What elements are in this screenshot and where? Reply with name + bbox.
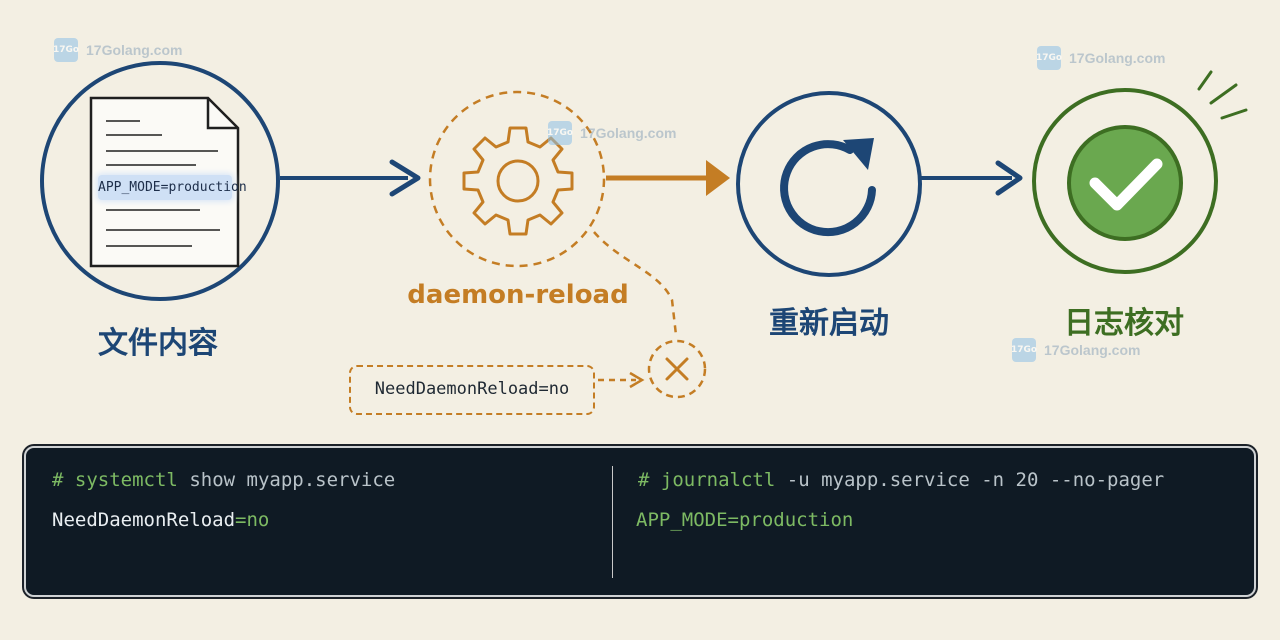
systemctl-command: # systemctl show myapp.service xyxy=(52,469,396,491)
watermark-logo-icon: 17Go xyxy=(1011,338,1037,362)
file-content-chip: APP_MODE=production xyxy=(98,175,247,200)
watermark-logo-icon: 17Go xyxy=(53,38,79,62)
arrow-file-to-reload xyxy=(280,159,421,197)
sparkle-lines xyxy=(1197,70,1248,120)
refresh-icon xyxy=(780,138,876,237)
reload-stage-label: daemon-reload xyxy=(407,280,629,310)
need-daemon-reload-box: NeedDaemonReload=no xyxy=(349,365,595,415)
dead-end-path xyxy=(593,231,678,389)
checkmark-icon xyxy=(1067,125,1183,241)
watermark: 17Go 17Golang.com xyxy=(53,38,182,62)
restart-stage-label: 重新启动 xyxy=(769,306,889,341)
systemctl-output: NeedDaemonReload=no xyxy=(52,509,270,531)
verify-stage-label: 日志核对 xyxy=(1064,306,1184,341)
file-stage-label: 文件内容 xyxy=(98,326,218,361)
terminal-panel: # systemctl show myapp.service NeedDaemo… xyxy=(24,446,1256,597)
journalctl-output: APP_MODE=production xyxy=(636,509,854,531)
watermark: 17Go 17Golang.com xyxy=(1011,338,1140,362)
watermark: 17Go 17Golang.com xyxy=(547,121,676,145)
terminal-divider xyxy=(612,466,613,578)
journalctl-command: # journalctl -u myapp.service -n 20 --no… xyxy=(638,469,1165,491)
verify-stage-circle xyxy=(1032,88,1218,274)
reload-stage-circle xyxy=(428,90,606,268)
arrow-reload-to-restart xyxy=(606,160,730,196)
watermark: 17Go 17Golang.com xyxy=(1036,46,1165,70)
arrow-restart-to-verify xyxy=(921,160,1023,196)
watermark-logo-icon: 17Go xyxy=(1036,46,1062,70)
x-icon xyxy=(647,339,707,399)
watermark-logo-icon: 17Go xyxy=(547,121,573,145)
restart-stage-circle xyxy=(736,91,922,277)
gear-icon xyxy=(462,126,574,236)
